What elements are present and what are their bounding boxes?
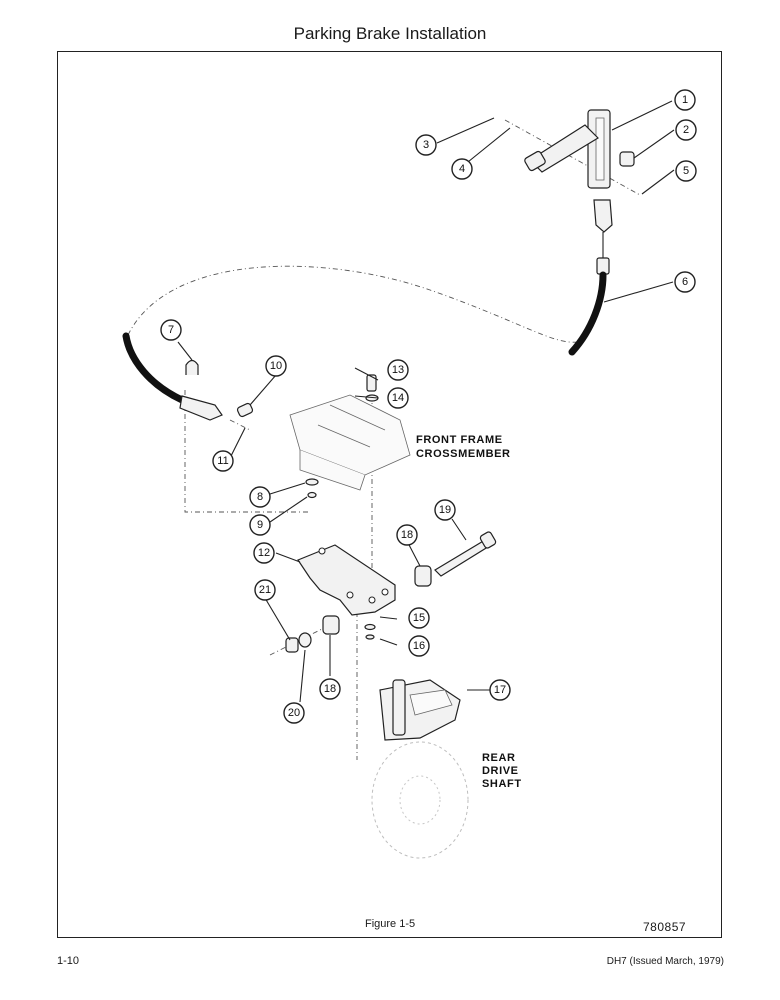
svg-text:12: 12 <box>258 547 270 559</box>
cable-sheath-rear <box>122 332 186 404</box>
callout-11: 11 <box>212 450 234 472</box>
callout-17: 17 <box>489 679 511 701</box>
clevis-pin-7 <box>185 359 199 375</box>
svg-text:13: 13 <box>392 364 404 376</box>
callout-4: 4 <box>451 158 473 180</box>
figure-caption: Figure 1-5 <box>365 918 416 930</box>
svg-text:7: 7 <box>168 324 174 336</box>
rear-drive-shaft-disc <box>371 741 469 859</box>
nut-16 <box>365 634 375 640</box>
page-title: Parking Brake Installation <box>293 24 487 43</box>
callout-3: 3 <box>415 134 437 156</box>
cable-clevis-upper <box>593 199 613 233</box>
callout-13: 13 <box>387 359 409 381</box>
svg-text:8: 8 <box>257 491 263 503</box>
nut-21 <box>285 637 299 653</box>
label-front-frame-line1: FRONT FRAME <box>416 434 503 446</box>
centerline-bolt <box>229 419 251 431</box>
document-reference: DH7 (Issued March, 1979) <box>606 956 724 967</box>
svg-text:11: 11 <box>217 455 228 467</box>
callout-16: 16 <box>408 635 430 657</box>
bushing-2 <box>619 151 635 167</box>
nut-9 <box>307 491 317 499</box>
label-rear-line2: DRIVE <box>482 765 519 777</box>
cable-routing-line <box>127 265 586 343</box>
svg-text:3: 3 <box>423 139 429 151</box>
svg-text:5: 5 <box>683 165 689 177</box>
svg-text:1: 1 <box>682 94 688 106</box>
callout-8: 8 <box>249 486 271 508</box>
bolt-19 <box>434 539 493 577</box>
callout-18-upper: 18 <box>396 524 418 546</box>
label-rear-line3: SHAFT <box>482 778 522 790</box>
svg-text:18: 18 <box>401 529 413 541</box>
callout-21: 21 <box>254 579 276 601</box>
spacer-18-lower <box>322 615 340 635</box>
callout-18-lower: 18 <box>319 678 341 700</box>
svg-text:16: 16 <box>413 640 425 652</box>
figure-number: 780857 <box>643 920 687 934</box>
svg-text:14: 14 <box>392 392 404 404</box>
callout-2: 2 <box>675 119 697 141</box>
page-number: 1-10 <box>57 955 80 967</box>
leader-lines <box>177 100 675 703</box>
svg-text:10: 10 <box>270 360 282 372</box>
svg-text:17: 17 <box>494 684 506 696</box>
brake-caliper-17 <box>379 679 461 741</box>
centerline-handle <box>504 119 641 196</box>
spacer-18-upper <box>414 565 432 587</box>
svg-text:4: 4 <box>459 163 465 175</box>
callout-19: 19 <box>434 499 456 521</box>
callout-5: 5 <box>675 160 697 182</box>
svg-text:6: 6 <box>682 276 688 288</box>
svg-text:18: 18 <box>324 683 336 695</box>
svg-text:9: 9 <box>257 519 263 531</box>
callout-1: 1 <box>674 89 696 111</box>
bolt-13 <box>366 374 377 392</box>
figure-frame <box>57 51 722 938</box>
callout-7: 7 <box>160 319 182 341</box>
svg-text:19: 19 <box>439 504 451 516</box>
callout-15: 15 <box>408 607 430 629</box>
callout-14: 14 <box>387 387 409 409</box>
svg-text:15: 15 <box>413 612 425 624</box>
brake-handle-assembly <box>524 109 611 189</box>
washer-8 <box>305 478 319 486</box>
svg-text:2: 2 <box>683 124 689 136</box>
pin-10 <box>236 402 254 418</box>
cable-sheath-front <box>568 271 607 356</box>
front-frame-crossmember <box>289 394 411 491</box>
callout-6: 6 <box>674 271 696 293</box>
callout-12: 12 <box>253 542 275 564</box>
washer-20 <box>298 632 312 648</box>
callout-9: 9 <box>249 514 271 536</box>
callout-10: 10 <box>265 355 287 377</box>
label-front-frame-line2: CROSSMEMBER <box>416 448 511 460</box>
washer-15 <box>364 623 376 631</box>
svg-text:20: 20 <box>288 707 300 719</box>
svg-text:21: 21 <box>259 584 271 596</box>
callout-20: 20 <box>283 702 305 724</box>
bracket-12 <box>297 544 396 616</box>
cable-routing-line-lower <box>184 390 310 513</box>
cable-clevis-lower <box>179 395 223 421</box>
label-rear-line1: REAR <box>482 752 516 764</box>
